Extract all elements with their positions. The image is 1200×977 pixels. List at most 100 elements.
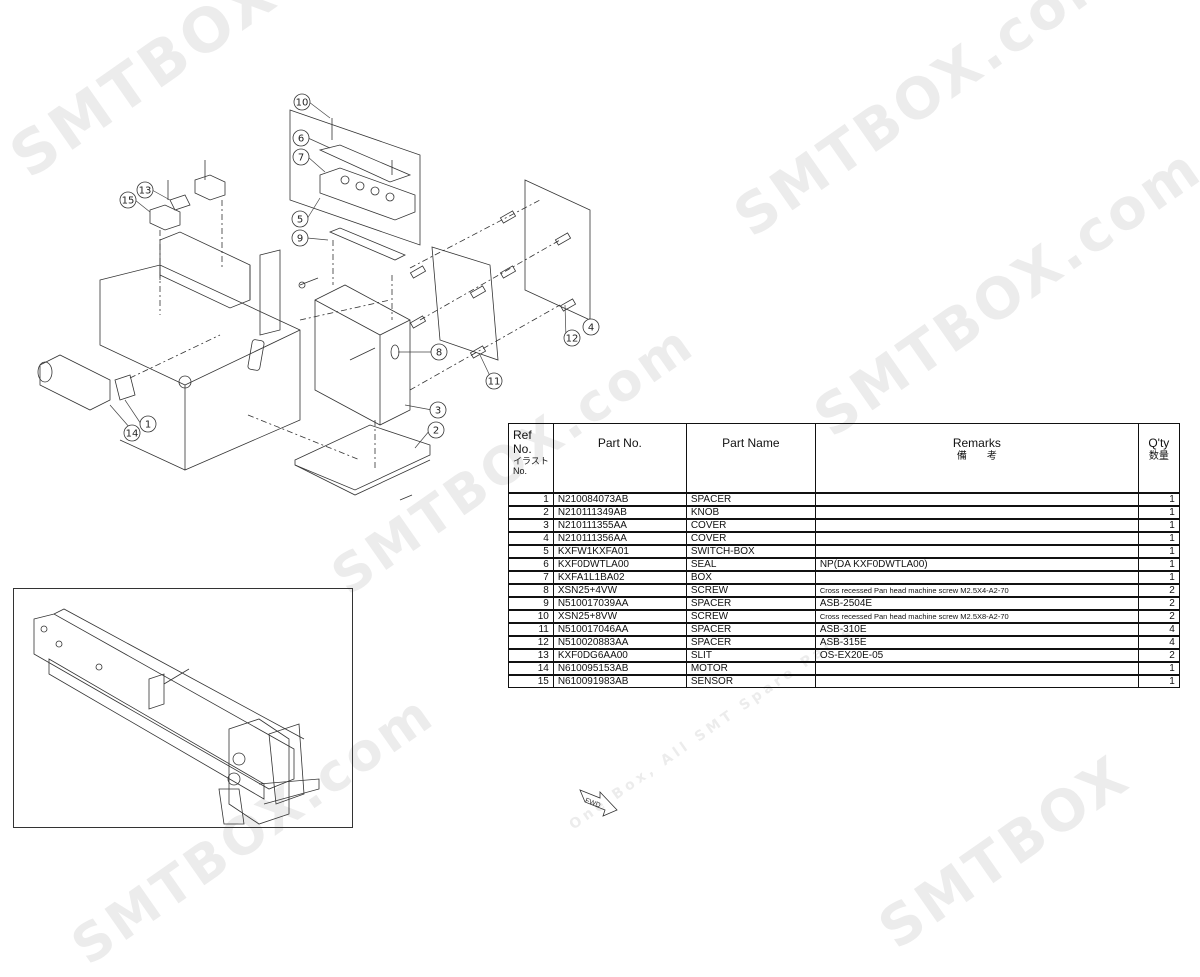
qty-cell: 1 bbox=[1137, 570, 1180, 585]
ref-cell: 13 bbox=[508, 648, 554, 663]
sensor-15 bbox=[149, 204, 181, 231]
part-name-cell: COVER bbox=[685, 531, 816, 546]
watermark-text: SMTBOX.com bbox=[722, 0, 1135, 251]
callout-number: 1 bbox=[145, 420, 151, 431]
part-no-cell: KXF0DG6AA00 bbox=[552, 648, 687, 663]
callout-2: 2 bbox=[427, 421, 445, 439]
column-header-ref: Ref No. イラスト No. bbox=[508, 423, 554, 494]
remarks-cell bbox=[814, 492, 1139, 507]
ref-cell: 14 bbox=[508, 661, 554, 676]
part-name-cell: BOX bbox=[685, 570, 816, 585]
frame-base bbox=[99, 264, 301, 471]
part-no-cell: N210111355AA bbox=[552, 518, 687, 533]
cover-4 bbox=[524, 179, 591, 321]
remarks-cell: NP(DA KXF0DWTLA00) bbox=[814, 557, 1139, 572]
remarks-cell bbox=[814, 531, 1139, 546]
part-name-label: Part Name bbox=[722, 436, 780, 450]
part-name-cell: SCREW bbox=[685, 583, 816, 598]
remarks-cell bbox=[814, 544, 1139, 559]
remarks-cell: ASB-315E bbox=[814, 635, 1139, 650]
callout-4: 4 bbox=[582, 318, 600, 336]
remarks-cell: Cross recessed Pan head machine screw M2… bbox=[814, 583, 1139, 598]
part-no-cell: N510017046AA bbox=[552, 622, 687, 637]
qty-cell: 1 bbox=[1137, 505, 1180, 520]
ref-cell: 11 bbox=[508, 622, 554, 637]
ref-jp-no-label: No. bbox=[513, 466, 528, 476]
part-name-cell: SCREW bbox=[685, 609, 816, 624]
qty-label: Q'ty bbox=[1148, 436, 1170, 450]
motor bbox=[39, 354, 111, 411]
part-no-cell: N210084073AB bbox=[552, 492, 687, 507]
qty-cell: 2 bbox=[1137, 648, 1180, 663]
part-name-cell: KNOB bbox=[685, 505, 816, 520]
knob-plate bbox=[294, 424, 431, 491]
callout-number: 9 bbox=[297, 234, 303, 245]
part-no-cell: KXFW1KXFA01 bbox=[552, 544, 687, 559]
ref-cell: 7 bbox=[508, 570, 554, 585]
watermark-text: SMTBOX.com bbox=[802, 134, 1200, 451]
forward-direction-indicator: FWD bbox=[575, 780, 625, 820]
column-header-part-name: Part Name bbox=[685, 423, 816, 494]
callout-6: 6 bbox=[292, 129, 310, 147]
callout-number: 2 bbox=[433, 426, 439, 437]
qty-jp-label: 数量 bbox=[1148, 451, 1169, 462]
ref-label: Ref bbox=[513, 428, 532, 442]
qty-cell: 4 bbox=[1137, 622, 1180, 637]
part-name-cell: SPACER bbox=[685, 596, 816, 611]
remarks-cell bbox=[814, 505, 1139, 520]
callout-9: 9 bbox=[291, 229, 309, 247]
remarks-cell bbox=[814, 570, 1139, 585]
part-no-label: Part No. bbox=[597, 436, 642, 450]
ref-cell: 4 bbox=[508, 531, 554, 546]
callout-number: 4 bbox=[588, 323, 594, 334]
callout-8: 8 bbox=[430, 343, 448, 361]
ref-cell: 5 bbox=[508, 544, 554, 559]
ref-cell: 12 bbox=[508, 635, 554, 650]
column-header-remarks: Remarks 備 考 bbox=[814, 423, 1139, 494]
callout-number: 13 bbox=[139, 186, 152, 197]
part-no-cell: N210111356AA bbox=[552, 531, 687, 546]
inner-panel bbox=[431, 246, 499, 361]
part-name-cell: SPACER bbox=[685, 622, 816, 637]
ref-cell: 15 bbox=[508, 674, 554, 688]
part-name-cell: COVER bbox=[685, 518, 816, 533]
callout-number: 14 bbox=[126, 429, 139, 440]
remarks-cell bbox=[814, 518, 1139, 533]
qty-cell: 1 bbox=[1137, 557, 1180, 572]
qty-cell: 1 bbox=[1137, 674, 1180, 688]
callout-12: 12 bbox=[563, 329, 581, 347]
part-name-cell: SENSOR bbox=[685, 674, 816, 688]
part-no-cell: XSN25+4VW bbox=[552, 583, 687, 598]
parts-list-table: Ref No. イラスト No. Part No. Part Name Rema… bbox=[508, 423, 1180, 688]
qty-cell: 1 bbox=[1137, 531, 1180, 546]
callout-10: 10 bbox=[293, 93, 311, 111]
callout-11: 11 bbox=[485, 372, 503, 390]
watermark-text: SMTBOX bbox=[867, 742, 1143, 963]
qty-cell: 2 bbox=[1137, 596, 1180, 611]
remarks-cell: Cross recessed Pan head machine screw M2… bbox=[814, 609, 1139, 624]
ref-no-label: No. bbox=[513, 442, 532, 456]
qty-cell: 4 bbox=[1137, 635, 1180, 650]
ref-cell: 9 bbox=[508, 596, 554, 611]
qty-cell: 1 bbox=[1137, 661, 1180, 676]
callout-1: 1 bbox=[139, 415, 157, 433]
frame-rail bbox=[159, 231, 251, 309]
ref-cell: 2 bbox=[508, 505, 554, 520]
qty-cell: 1 bbox=[1137, 544, 1180, 559]
callout-15: 15 bbox=[119, 191, 137, 209]
callout-5: 5 bbox=[291, 210, 309, 228]
remarks-cell bbox=[814, 661, 1139, 676]
part-no-cell: N510020883AA bbox=[552, 635, 687, 650]
remarks-label: Remarks bbox=[952, 436, 1001, 450]
part-name-cell: MOTOR bbox=[685, 661, 816, 676]
part-name-cell: SEAL bbox=[685, 557, 816, 572]
part-no-cell: N610095153AB bbox=[552, 661, 687, 676]
